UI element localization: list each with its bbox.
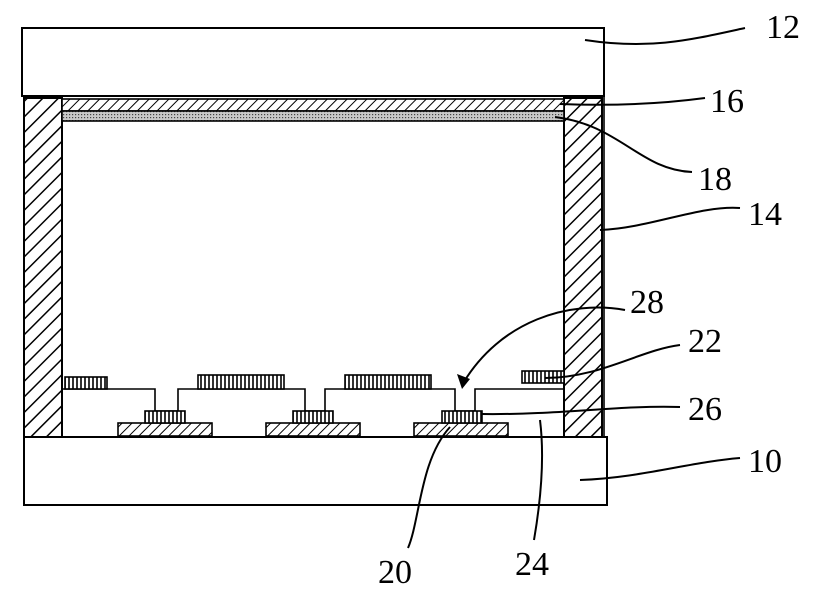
leader-16 — [559, 97, 706, 106]
label-10: 10 — [748, 443, 782, 480]
transistor-20 — [413, 422, 509, 437]
label-22: 22 — [688, 323, 722, 360]
leader-14 — [599, 206, 741, 231]
transistor-20 — [265, 422, 361, 437]
layer-18 — [61, 110, 565, 122]
cavity-outline — [23, 95, 605, 438]
contact-26 — [144, 410, 186, 424]
leader-12 — [584, 27, 746, 46]
electrode-22 — [197, 374, 285, 390]
leader-20 — [407, 426, 451, 549]
label-14: 14 — [748, 196, 782, 233]
electrode-22 — [344, 374, 432, 390]
label-16: 16 — [710, 83, 744, 120]
label-18: 18 — [698, 161, 732, 198]
electrode-22 — [64, 376, 108, 390]
bottom-substrate-10 — [23, 436, 608, 506]
pixel-electrodes-22 — [64, 370, 565, 390]
layer-16 — [61, 98, 565, 112]
label-12: 12 — [766, 9, 800, 46]
leader-lines — [407, 27, 746, 549]
label-26: 26 — [688, 391, 722, 428]
transistors-20 — [117, 422, 509, 437]
leader-22 — [544, 344, 681, 379]
leader-28 — [461, 306, 626, 386]
sealant-wall-left-14 — [23, 97, 63, 438]
leader-26 — [481, 405, 681, 416]
top-substrate-12 — [21, 27, 605, 97]
leader-18 — [554, 116, 693, 173]
arrowhead-28 — [457, 374, 470, 389]
leader-24 — [533, 419, 544, 541]
label-28: 28 — [630, 284, 664, 321]
reference-numerals: 12 16 18 14 28 22 26 10 20 24 — [378, 9, 800, 591]
label-20: 20 — [378, 554, 412, 591]
leader-10 — [579, 457, 741, 481]
contact-26 — [441, 410, 483, 424]
sealant-wall-right-14 — [563, 97, 603, 438]
label-24: 24 — [515, 546, 549, 583]
contact-26 — [292, 410, 334, 424]
transistor-20 — [117, 422, 213, 437]
contacts-26 — [144, 410, 483, 424]
